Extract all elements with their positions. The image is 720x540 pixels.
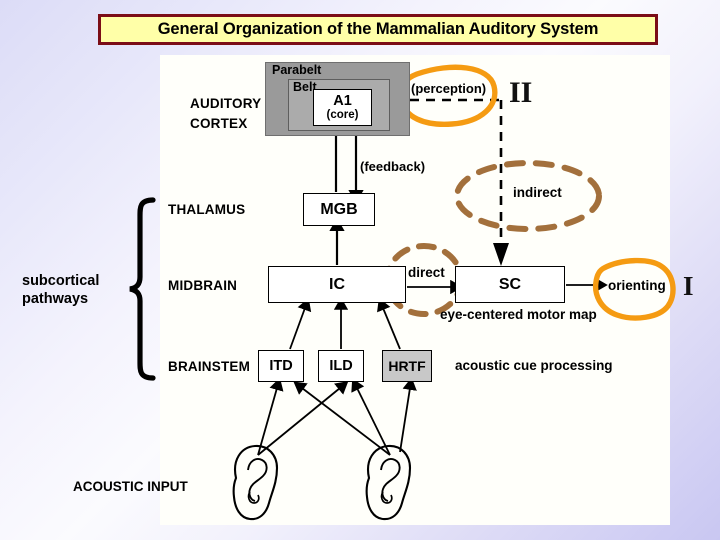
subcortical-pathways-label: subcortical pathways <box>22 272 99 308</box>
auditory-cortex-line2: CORTEX <box>190 115 248 131</box>
indirect-label: indirect <box>513 185 562 200</box>
subcortical-line2: pathways <box>22 291 89 308</box>
level-label-brainstem: BRAINSTEM <box>168 359 251 374</box>
sc-box: SC <box>455 266 565 303</box>
slide-title-bar: General Organization of the Mammalian Au… <box>98 14 658 45</box>
hrtf-box: HRTF <box>382 350 432 382</box>
direct-label: direct <box>408 265 445 280</box>
auditory-cortex-line1: AUDITORY <box>190 96 262 111</box>
eye-centered-motor-map-label: eye-centered motor map <box>440 307 597 322</box>
acoustic-input-label: ACOUSTIC INPUT <box>73 479 188 494</box>
belt-label: Belt <box>293 80 317 94</box>
level-label-auditory-cortex: AUDITORY CORTEX <box>190 97 261 136</box>
a1-core-box: A1 (core) <box>313 89 372 126</box>
subcortical-line1: subcortical <box>22 273 100 289</box>
roman-numeral-one: I <box>683 271 694 301</box>
a1-sublabel: (core) <box>326 109 359 122</box>
ild-box: ILD <box>318 350 364 382</box>
level-label-thalamus: THALAMUS <box>168 202 246 217</box>
a1-label: A1 <box>333 92 352 109</box>
ic-box: IC <box>268 266 406 303</box>
itd-box: ITD <box>258 350 304 382</box>
level-label-midbrain: MIDBRAIN <box>168 278 238 293</box>
acoustic-cue-processing-label: acoustic cue processing <box>455 358 613 373</box>
orienting-label: orienting <box>608 278 666 293</box>
page-title: General Organization of the Mammalian Au… <box>157 20 599 38</box>
roman-numeral-two: II <box>509 76 533 109</box>
mgb-box: MGB <box>303 193 375 226</box>
subcortical-brace <box>129 197 156 381</box>
parabelt-label: Parabelt <box>272 63 322 77</box>
feedback-label: (feedback) <box>360 159 426 174</box>
perception-label: (perception) <box>411 81 487 96</box>
